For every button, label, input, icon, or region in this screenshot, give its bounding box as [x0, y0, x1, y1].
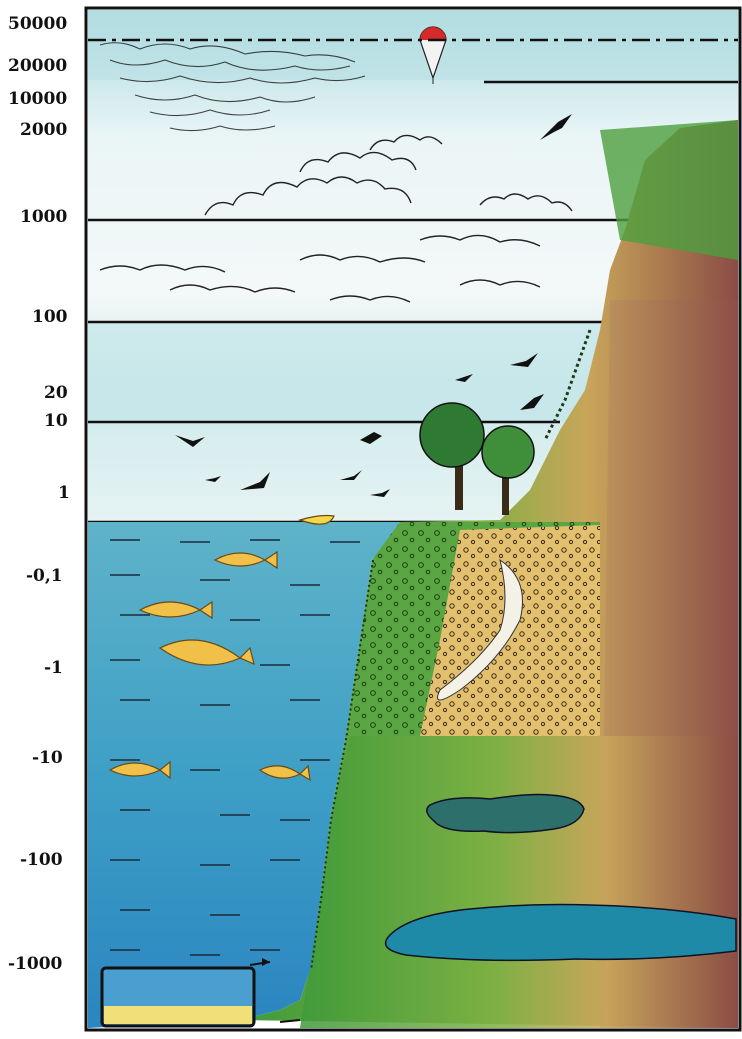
- scale-label: -100: [20, 850, 63, 870]
- scale-label: 1: [58, 483, 70, 503]
- scale-label: -0,1: [26, 566, 63, 586]
- high-altitude-stipple: [99, 42, 366, 132]
- scale-label: 20000: [8, 56, 68, 76]
- scale-label: 100: [32, 307, 68, 327]
- scale-label: 10: [44, 411, 68, 431]
- scale-label: -1000: [8, 954, 63, 974]
- tree-icons: [419, 402, 535, 515]
- clouds: [99, 134, 573, 303]
- scale-label: -10: [32, 748, 63, 768]
- underground-lake-upper: [426, 793, 585, 834]
- scale-label: 2000: [20, 120, 68, 140]
- bird-icons: [175, 114, 572, 497]
- wave-dashes: [110, 539, 360, 956]
- scale-label: 50000: [8, 14, 68, 34]
- scale-label: 1000: [20, 207, 68, 227]
- underground-lake-lower: [384, 903, 737, 962]
- scale-label: 10000: [8, 89, 68, 109]
- fish-icons: [108, 514, 335, 782]
- scale-label: 20: [44, 383, 68, 403]
- scale-label: -1: [44, 658, 63, 678]
